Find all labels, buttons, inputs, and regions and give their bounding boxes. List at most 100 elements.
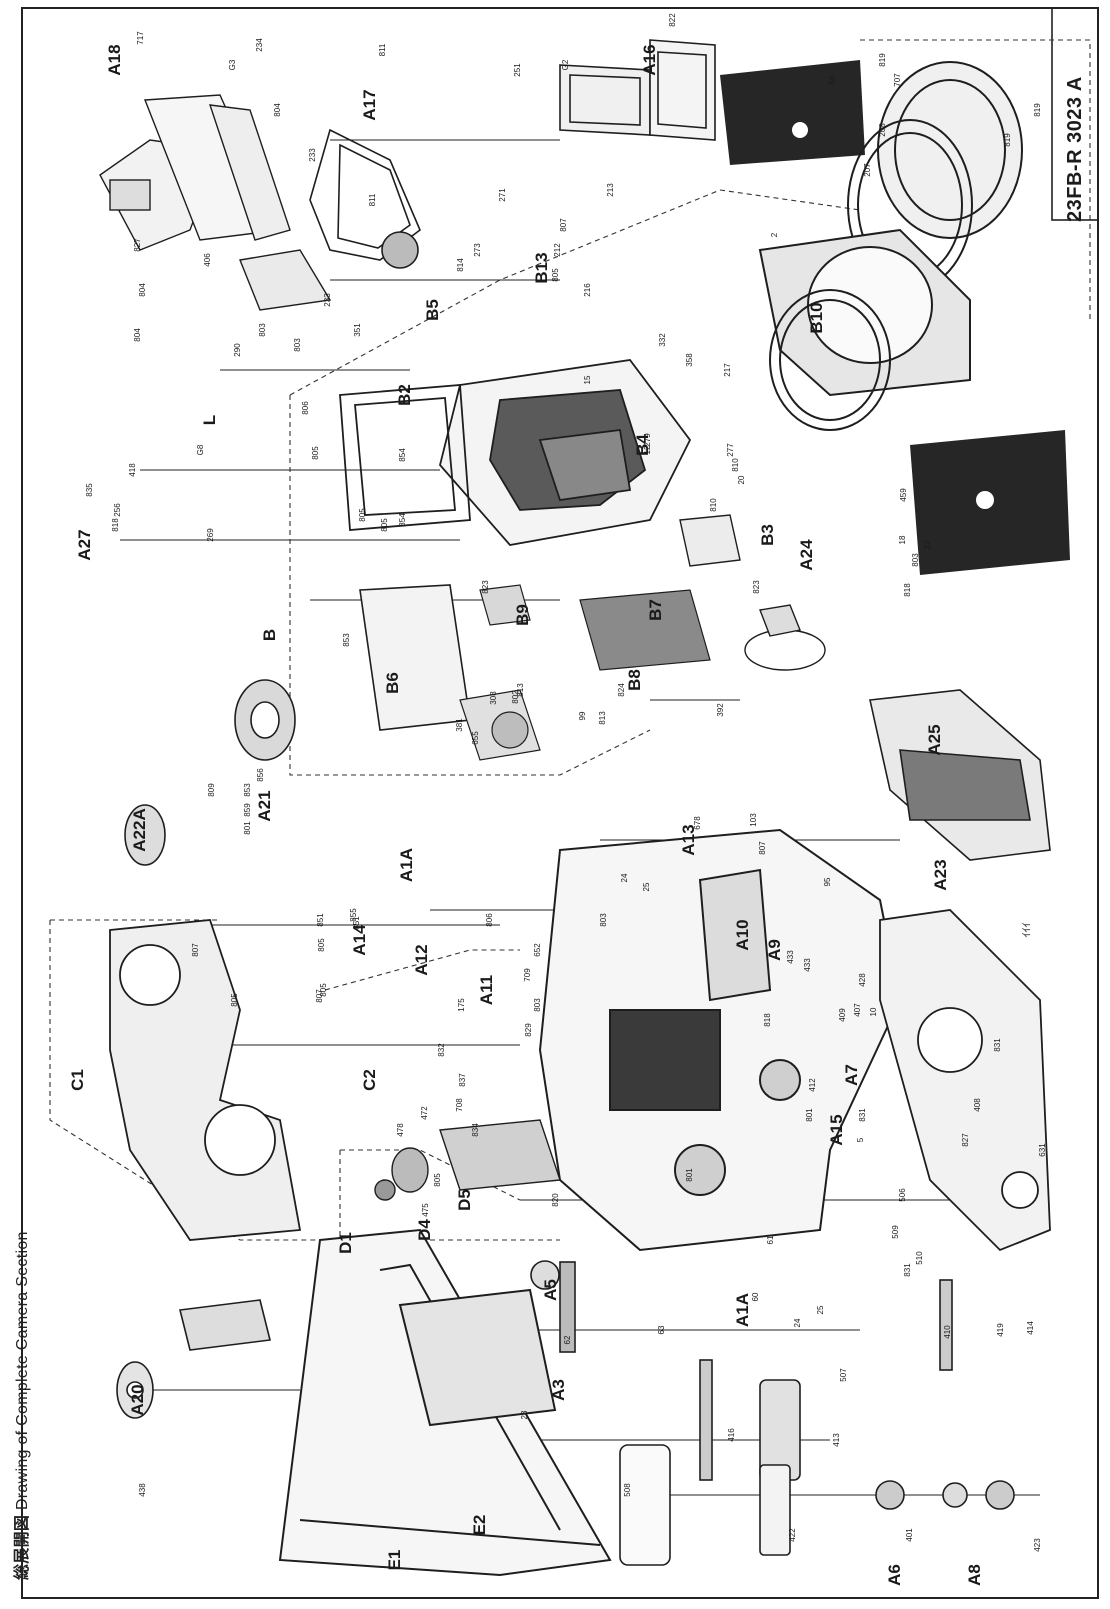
part-number-callout: G3 xyxy=(228,59,237,70)
part-number-callout: 813 xyxy=(516,683,525,697)
part-number-callout: 803 xyxy=(533,998,542,1012)
part-number-callout: G2 xyxy=(561,59,570,70)
lens-mount-rings xyxy=(758,61,1023,431)
group-label-callout: B2 xyxy=(395,384,414,406)
flash-assembly-a18 xyxy=(99,94,332,311)
part-number-callout: 413 xyxy=(832,1433,841,1447)
group-label-callout: C2 xyxy=(360,1069,379,1091)
back-door-e1-e2 xyxy=(278,1228,612,1577)
part-number-callout: 806 xyxy=(301,401,310,415)
part-number-callout: 801 xyxy=(243,821,252,835)
part-number-callout: 25 xyxy=(816,1305,825,1314)
group-label-callout: A3 xyxy=(549,1379,568,1401)
part-number-callout: 827 xyxy=(961,1133,970,1147)
plate-b6 xyxy=(359,584,471,731)
part-number-callout: 678 xyxy=(693,816,702,830)
rewind-crank-parts xyxy=(116,679,296,1419)
sheet-caption: 総展開図 Drawing of Complete Camera Section xyxy=(8,1231,32,1580)
part-number-callout: 805 xyxy=(433,1173,442,1187)
group-label-callout: B9 xyxy=(513,604,532,626)
part-number-callout: 60 xyxy=(751,1292,760,1301)
part-number-callout: 428 xyxy=(858,973,867,987)
part-number-callout: 12 xyxy=(643,445,652,454)
part-number-callout: 208 xyxy=(878,123,887,137)
part-number-callout: 818 xyxy=(903,583,912,597)
group-label-callout: A12 xyxy=(412,944,431,975)
part-number-callout: 269 xyxy=(206,528,215,542)
part-number-callout: 809 xyxy=(207,783,216,797)
spool-shafts xyxy=(530,1260,1015,1566)
part-number-callout: 414 xyxy=(1026,1321,1035,1335)
part-number-callout: 807 xyxy=(758,841,767,855)
part-number-callout: 61 xyxy=(766,1235,775,1244)
part-number-callout: 823 xyxy=(752,580,761,594)
group-label-callout: L xyxy=(200,415,219,425)
group-label-callout: A23 xyxy=(931,859,950,890)
group-label-callout: D4 xyxy=(415,1219,434,1241)
part-number-callout: 818 xyxy=(111,518,120,532)
part-number-callout: 819 xyxy=(1033,103,1042,117)
part-number-callout: 99 xyxy=(578,711,587,720)
group-label-callout: A1A xyxy=(733,1293,752,1327)
part-number-callout: 63 xyxy=(657,1325,666,1334)
part-number-callout: 805 xyxy=(230,993,239,1007)
group-label-callout: A25 xyxy=(925,724,944,755)
part-number-callout: 831 xyxy=(993,1038,1002,1052)
mirror-box-b xyxy=(339,359,692,546)
part-number-callout: 717 xyxy=(136,31,145,45)
part-number-callout: 834 xyxy=(471,1123,480,1137)
part-number-callout: 827 xyxy=(133,238,142,252)
part-number-callout: 103 xyxy=(749,813,758,827)
part-number-callout: 24 xyxy=(793,1318,802,1327)
group-label-callout: B6 xyxy=(383,672,402,694)
group-label-callout: B7 xyxy=(646,599,665,621)
part-number-callout: 508 xyxy=(623,1483,632,1497)
group-label-callout: A9 xyxy=(765,939,784,961)
part-number-callout: 407 xyxy=(853,1003,862,1017)
part-number-callout: 20 xyxy=(737,475,746,484)
finder-screen-a16 xyxy=(559,39,716,141)
part-number-callout: 217 xyxy=(723,363,732,377)
part-number-callout: 459 xyxy=(899,488,908,502)
group-label-callout: B4 xyxy=(633,434,652,456)
part-number-callout: 95 xyxy=(823,877,832,886)
caption-japanese: 総展開図 xyxy=(12,1514,31,1580)
group-label-callout: A17 xyxy=(360,89,379,120)
part-number-callout: 819 xyxy=(878,53,887,67)
part-number-callout: 631 xyxy=(1038,1143,1047,1157)
part-number-callout: 853 xyxy=(243,783,252,797)
part-number-callout: 709 xyxy=(523,968,532,982)
part-number-callout: 392 xyxy=(716,703,725,717)
sheet-border xyxy=(21,7,1099,1599)
part-number-callout: 854 xyxy=(398,513,407,527)
part-number-callout: 820 xyxy=(551,1193,560,1207)
group-label-callout: B10 xyxy=(807,302,826,333)
group-label-callout: A5 xyxy=(541,1279,560,1301)
part-number-callout: 856 xyxy=(256,768,265,782)
group-label-callout: B5 xyxy=(423,299,442,321)
part-number-callout: 277 xyxy=(726,443,735,457)
part-number-callout: 509 xyxy=(891,1225,900,1239)
part-number-callout: 15 xyxy=(583,375,592,384)
group-label-callout: C1 xyxy=(68,1069,87,1091)
part-number-callout: 23 xyxy=(520,1410,529,1419)
part-number-callout: 811 xyxy=(378,43,387,56)
group-label-callout: D1 xyxy=(336,1232,355,1254)
part-number-callout: 814 xyxy=(456,258,465,272)
part-number-callout: 472 xyxy=(420,1106,429,1120)
part-number-callout: 837 xyxy=(458,1073,467,1087)
part-number-callout: 409 xyxy=(838,1008,847,1022)
part-number-callout: 10 xyxy=(869,1007,878,1016)
group-label-callout: A22A xyxy=(130,808,149,851)
part-number-callout: 803 xyxy=(911,553,920,567)
part-number-callout: 652 xyxy=(533,943,542,957)
group-label-callout: B3 xyxy=(758,524,777,546)
part-number-callout: 56 xyxy=(828,75,837,84)
part-number-callout: 810 xyxy=(709,498,718,512)
part-number-callout: 855 xyxy=(349,908,358,922)
part-number-callout: 824 xyxy=(617,683,626,697)
part-number-callout: 807 xyxy=(559,218,568,232)
part-number-callout: 818 xyxy=(763,1013,772,1027)
part-number-callout: 478 xyxy=(396,1123,405,1137)
